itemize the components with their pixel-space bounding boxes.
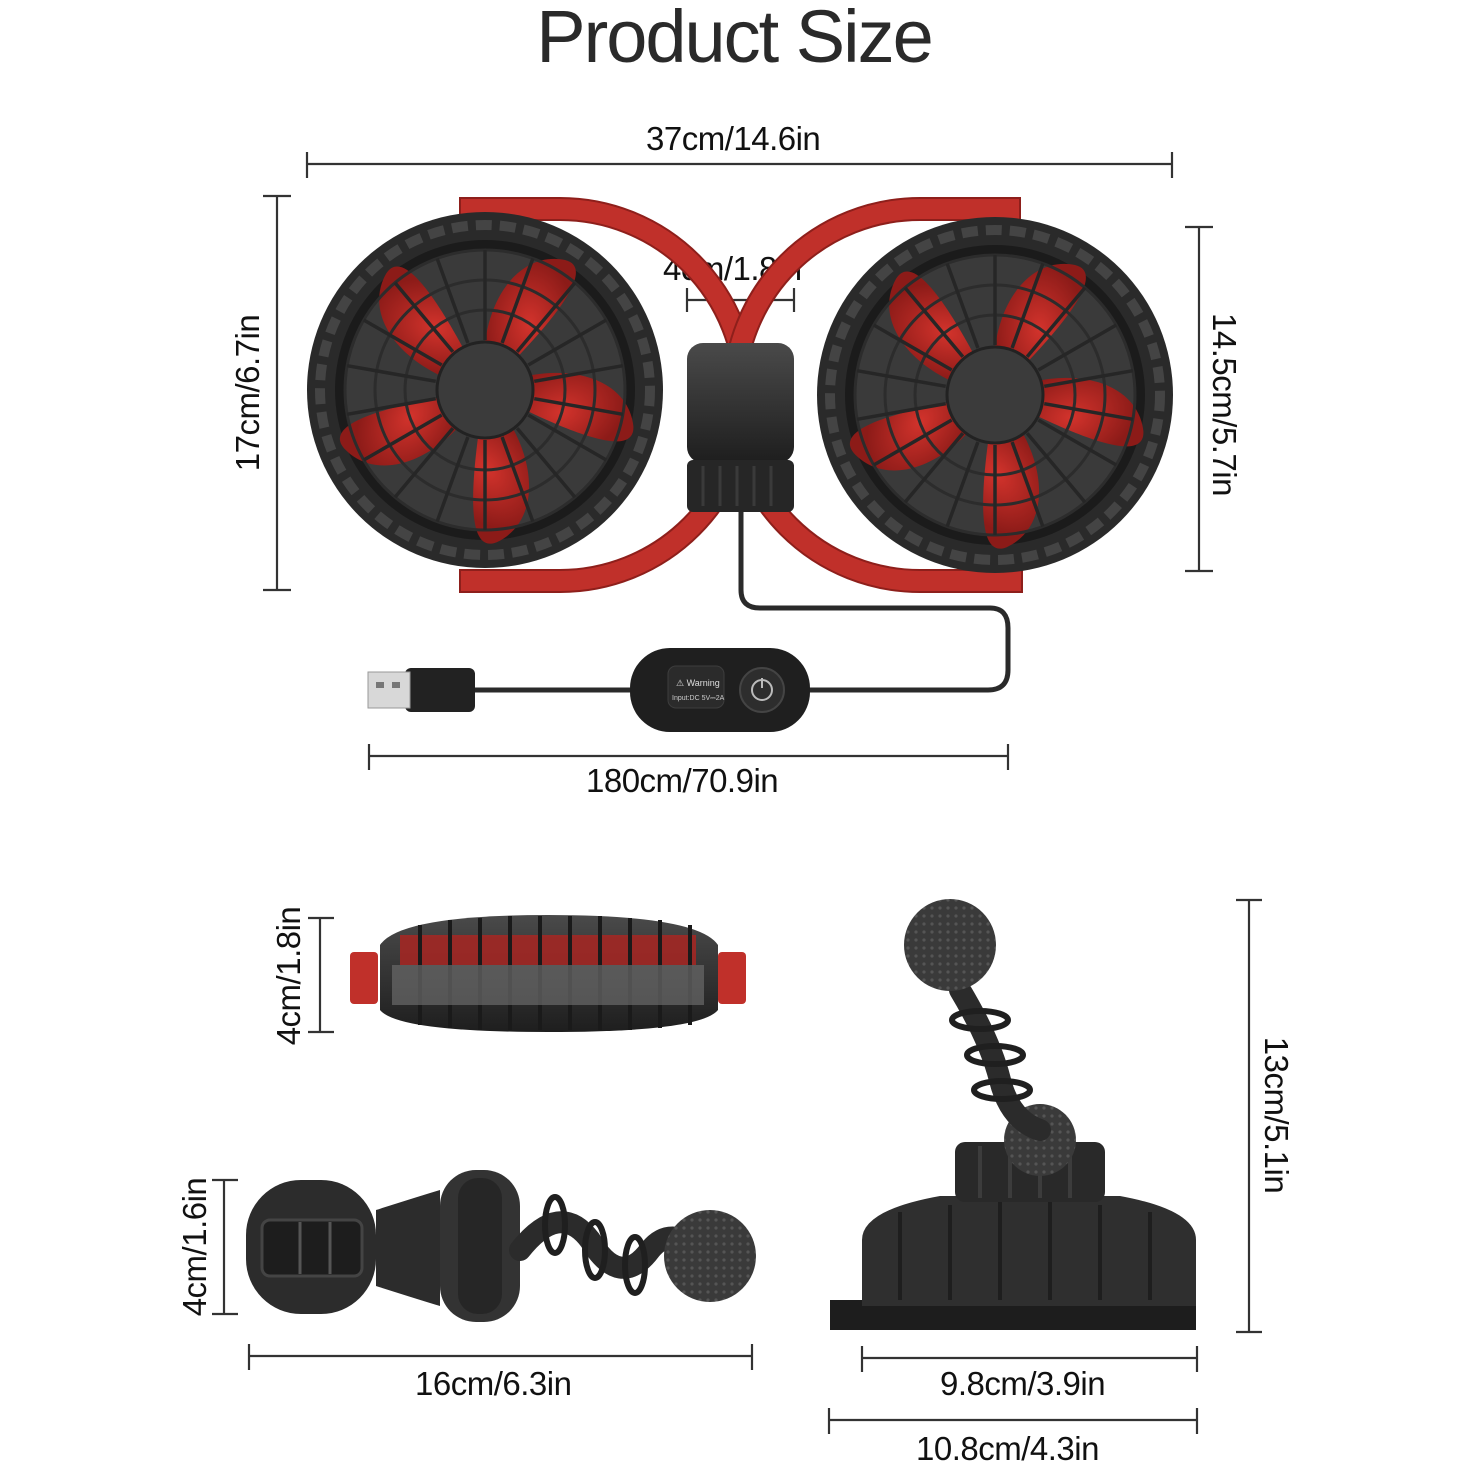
clip-length-label: 16cm/6.3in xyxy=(415,1365,572,1402)
usb-plug xyxy=(367,668,475,712)
suction-mount xyxy=(830,899,1196,1330)
fan-width-label: 37cm/14.6in xyxy=(646,120,821,157)
fan-side-view xyxy=(350,915,746,1032)
switch-box xyxy=(630,648,810,732)
dimension-lines xyxy=(212,152,1262,1434)
suction-total-width-label: 10.8cm/4.3in xyxy=(916,1430,1099,1467)
suction-base-width-label: 9.8cm/3.9in xyxy=(940,1365,1106,1402)
usb-cable xyxy=(738,512,1011,693)
page-title: Product Size xyxy=(536,0,934,78)
switch-input-label: Input:DC 5V⎓2A xyxy=(672,695,725,702)
switch-warning-label: ⚠ Warning xyxy=(676,678,720,688)
dual-fan-front-view xyxy=(307,197,1173,593)
cable-length-label: 180cm/70.9in xyxy=(586,762,779,799)
clip-mount xyxy=(246,1170,756,1322)
